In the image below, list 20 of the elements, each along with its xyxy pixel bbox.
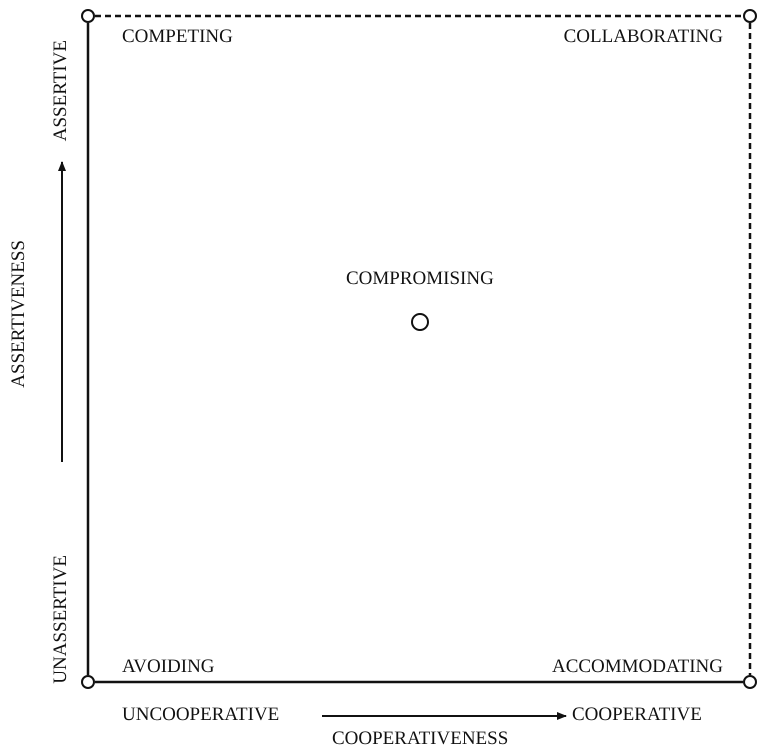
mode-label: COMPROMISING bbox=[346, 268, 494, 290]
axis-label: ASSERTIVE bbox=[50, 40, 72, 142]
mode-label: ACCOMMODATING bbox=[552, 656, 723, 678]
axis-title: ASSERTIVENESS bbox=[8, 240, 30, 388]
solid-line bbox=[86, 23, 90, 675]
corner-circle bbox=[743, 675, 757, 689]
mode-label: COMPETING bbox=[122, 26, 233, 48]
corner-circle bbox=[743, 9, 757, 23]
mode-label: COLLABORATING bbox=[564, 26, 723, 48]
corner-circle bbox=[81, 675, 95, 689]
axis-title: COOPERATIVENESS bbox=[332, 728, 508, 748]
dashed-line bbox=[95, 14, 743, 18]
axis-label: UNCOOPERATIVE bbox=[122, 704, 280, 726]
solid-line bbox=[95, 680, 743, 684]
center-circle bbox=[411, 313, 429, 331]
axis-label: UNASSERTIVE bbox=[50, 555, 72, 684]
mode-label: AVOIDING bbox=[122, 656, 215, 678]
dashed-line bbox=[748, 23, 752, 675]
corner-circle bbox=[81, 9, 95, 23]
axis-label: COOPERATIVE bbox=[572, 704, 702, 726]
